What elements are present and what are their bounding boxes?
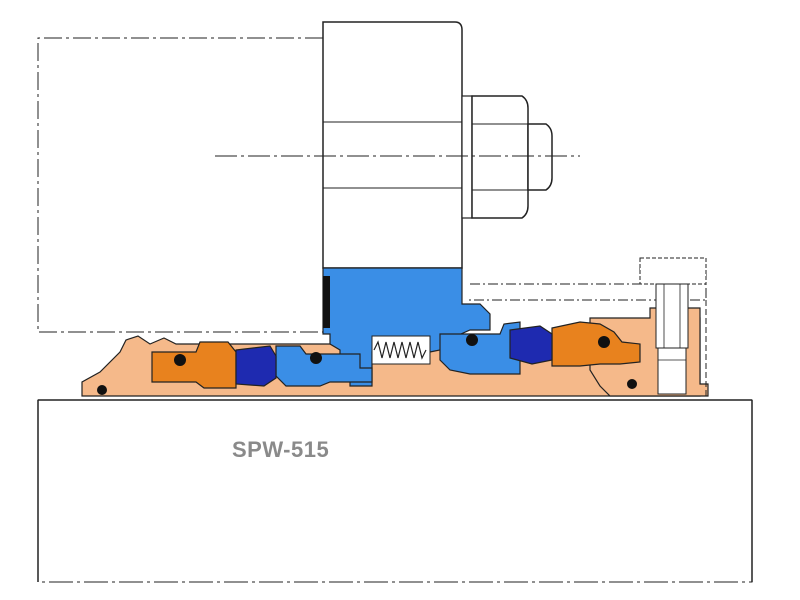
set-screw-head [639,257,707,285]
spring-pocket [371,335,431,365]
gasket [323,276,330,328]
washer [461,95,473,219]
rotating-face [275,345,373,387]
o-ring-6 [627,379,637,389]
housing-outline [37,37,323,333]
o-ring-2 [310,352,322,364]
set-screw-tip [657,347,687,395]
hex-nut [471,95,529,219]
left-secondary-seal [235,345,277,387]
stuffing-box-flange [322,21,463,269]
right-seat [551,321,641,367]
o-ring-3 [466,334,478,346]
stationary-face [439,321,521,375]
set-screw-shank [655,283,689,349]
spring [373,340,427,360]
model-label: SPW-515 [232,437,330,462]
shaft-outline [37,399,753,583]
o-ring-5 [97,385,107,395]
o-ring-1 [174,354,186,366]
stud-end [527,123,553,191]
right-secondary-seal [509,325,553,365]
o-ring-4 [598,336,610,348]
